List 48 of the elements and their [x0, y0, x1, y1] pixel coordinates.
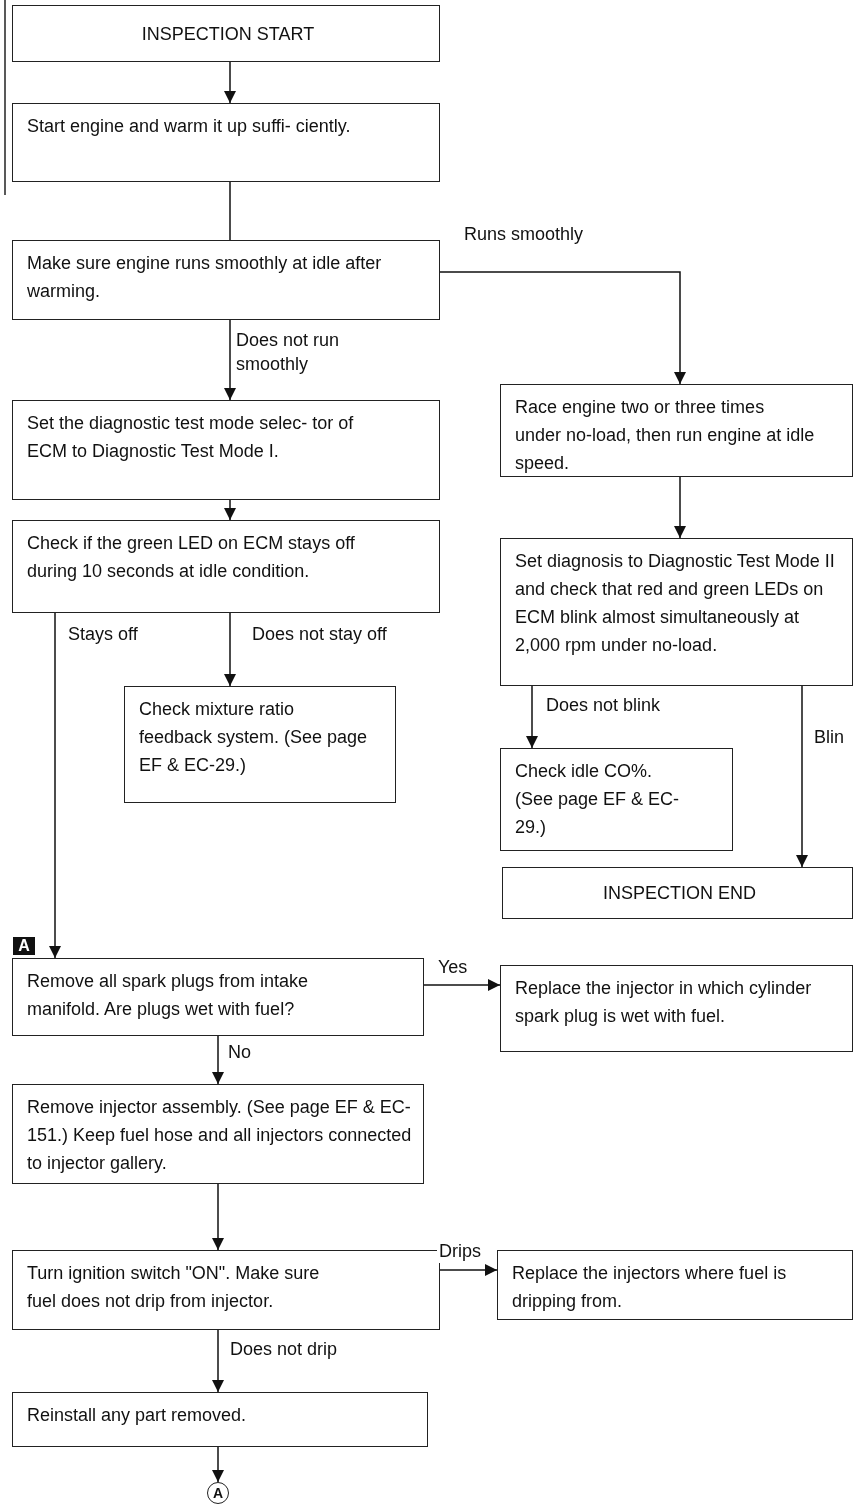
- process-box: [500, 538, 853, 686]
- process-box: [12, 103, 440, 182]
- process-box: [12, 1250, 440, 1330]
- arrow: [526, 685, 538, 749]
- step-text: Turn ignition switch "ON". Make sure fuel does not drip from injector.: [27, 1262, 321, 1313]
- reference-marker: A: [13, 937, 35, 955]
- step-text: Check if the green LED on ECM stays off during 10 seconds at idle condition.: [27, 532, 356, 583]
- step-text: Remove all spark plugs from intake manifold. Are plugs wet with fuel?: [27, 970, 310, 1021]
- arrow: [212, 1035, 224, 1085]
- step-text: Replace the injectors where fuel is dripping from.: [512, 1262, 788, 1313]
- process-box: [12, 400, 440, 500]
- arrow: [212, 1329, 224, 1393]
- step-text: Set diagnosis to Diagnostic Test Mode II and check that red and green LEDs on ECM blink almost simultaneously at 2,000 rpm under no-load.: [515, 550, 835, 657]
- step-text: Check mixture ratio feedback system. (See page EF & EC-29.): [139, 698, 369, 777]
- arrow: [224, 612, 236, 687]
- step-text: Set the diagnostic test mode selec- tor of ECM to Diagnostic Test Mode I.: [27, 412, 355, 463]
- terminal-box: [12, 5, 440, 62]
- arrow: [674, 476, 686, 539]
- process-box: [12, 240, 440, 320]
- step-text: Check idle CO%. (See page EF & EC-29.): [515, 760, 681, 839]
- arrow: [224, 499, 236, 521]
- step-text: Reinstall any part removed.: [27, 1404, 248, 1427]
- arrow: [439, 271, 686, 385]
- arrow: [224, 319, 236, 401]
- process-box: [12, 1392, 428, 1447]
- arrow: [423, 979, 501, 991]
- arrow: [439, 1264, 498, 1276]
- arrow: [212, 1183, 224, 1251]
- process-box: [12, 1084, 424, 1184]
- step-text: Replace the injector in which cylinder spark plug is wet with fuel.: [515, 977, 813, 1028]
- step-text: Start engine and warm it up suffi- ciently.: [27, 115, 352, 138]
- step-text: Race engine two or three times under no-load, then run engine at idle speed.: [515, 396, 815, 475]
- step-text: INSPECTION START: [141, 22, 315, 46]
- process-box: [12, 520, 440, 613]
- step-text: Make sure engine runs smoothly at idle after warming.: [27, 252, 383, 303]
- arrow: [212, 1446, 224, 1483]
- arrow: [796, 685, 808, 868]
- process-box: [500, 965, 853, 1052]
- process-box: [500, 384, 853, 477]
- step-text: Remove injector assembly. (See page EF & EC-151.) Keep fuel hose and all injectors connected to injector gallery.: [27, 1096, 412, 1175]
- terminal-box: [502, 867, 853, 919]
- step-text: INSPECTION END: [603, 882, 756, 905]
- arrow: [224, 61, 236, 104]
- arrow: [49, 612, 61, 959]
- process-box: [497, 1250, 853, 1320]
- process-box: [124, 686, 396, 803]
- connector-circle: A: [207, 1482, 229, 1504]
- process-box: [500, 748, 733, 851]
